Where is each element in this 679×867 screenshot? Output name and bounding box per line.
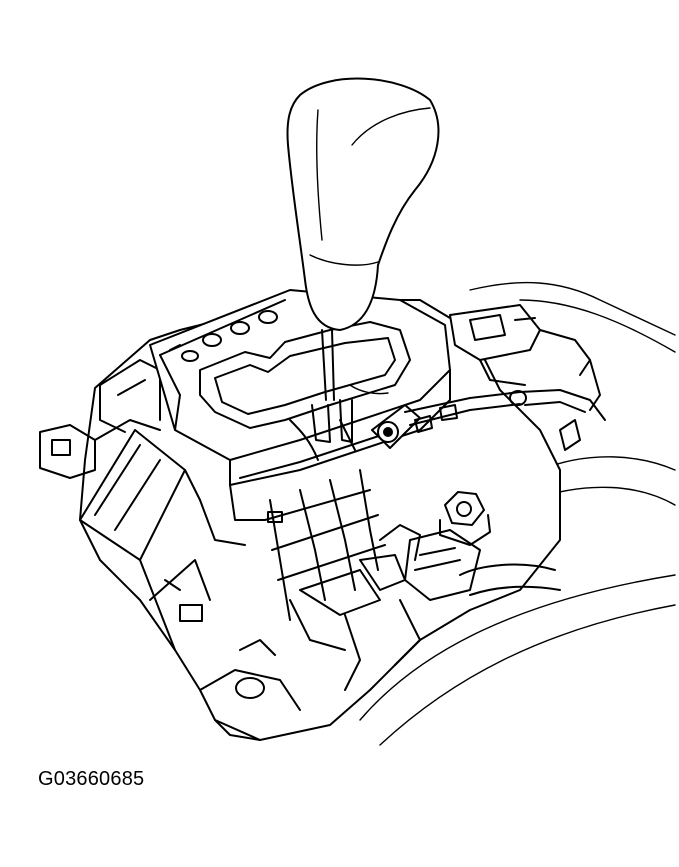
shift-gate-plate [149,289,451,486]
mounting-nut [439,491,491,546]
shift-lever-shaft [289,329,389,461]
internal-lattice [184,469,386,621]
shift-knob [286,77,440,331]
shift-cable-linkage [371,304,606,451]
lower-mechanism [289,524,561,691]
figure-id-label: G03660685 [38,768,145,790]
